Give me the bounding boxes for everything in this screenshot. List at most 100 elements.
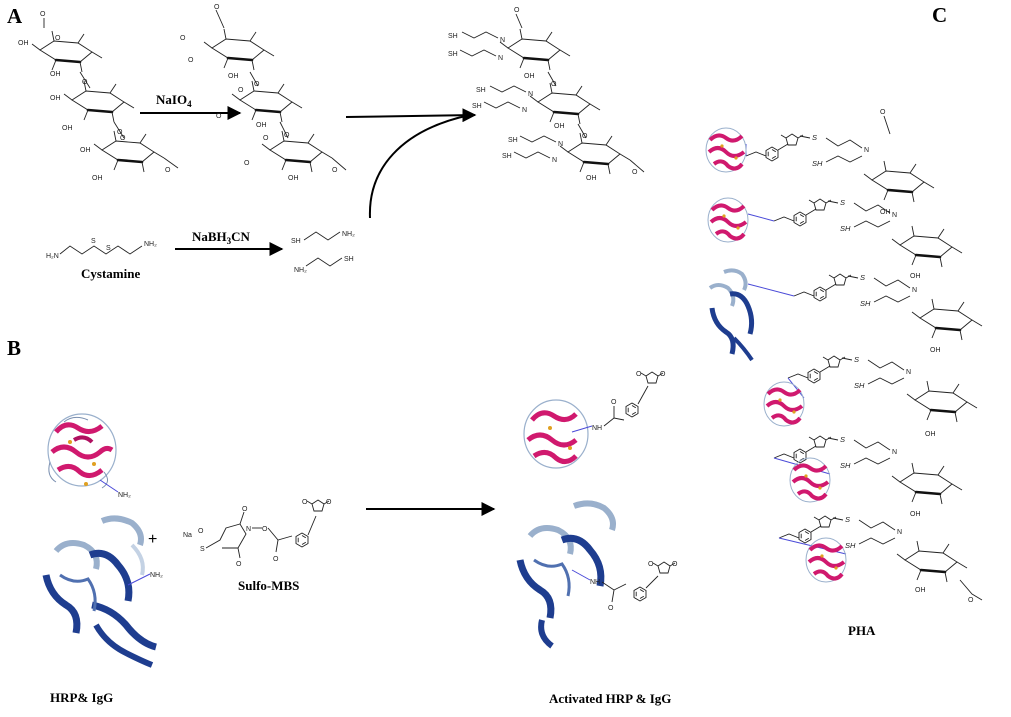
succinimide-ring — [813, 515, 837, 528]
pha-nitrogen: N — [892, 449, 897, 456]
svg-text:OH: OH — [915, 587, 926, 594]
svg-text:O: O — [968, 597, 974, 604]
pha-arm-4: N S SH — [763, 355, 911, 427]
svg-text:O: O — [514, 7, 520, 14]
benzoyl-ring — [798, 528, 812, 544]
pha-sulfur: S — [840, 435, 845, 444]
polysaccharide-start: O OH O OH O OH OH O OH OH O O — [18, 11, 179, 182]
svg-text:OH: OH — [930, 347, 941, 354]
svg-text:O: O — [660, 371, 666, 378]
pha-nitrogen: N — [897, 529, 902, 536]
igg-antibody-conjugated — [708, 268, 755, 362]
pha-sulfur: S — [854, 355, 859, 364]
svg-text:S: S — [91, 238, 96, 245]
svg-text:S: S — [106, 245, 111, 252]
pha-thiol: SH — [840, 224, 851, 233]
periodate-reagent: NaIO4 — [156, 92, 192, 109]
plus-sign: + — [148, 531, 157, 548]
pha-sulfur: S — [860, 273, 865, 282]
pha-sulfur: S — [840, 198, 845, 207]
svg-text:OH: OH — [50, 95, 61, 102]
svg-text:O: O — [611, 399, 617, 406]
pha-nitrogen: N — [906, 369, 911, 376]
svg-text:O: O — [82, 79, 88, 86]
merge-arrow — [368, 114, 471, 219]
svg-text:SH: SH — [291, 238, 301, 245]
svg-text:OH: OH — [92, 175, 103, 182]
svg-text:O: O — [263, 135, 269, 142]
svg-text:H₂N: H₂N — [46, 253, 59, 260]
pha-thiol: SH — [854, 381, 865, 390]
svg-text:O: O — [332, 167, 338, 174]
svg-text:Na: Na — [183, 532, 192, 539]
svg-text:O: O — [188, 57, 194, 64]
igg-amine-label: NH₂ — [150, 572, 163, 579]
svg-text:O: O — [551, 81, 557, 88]
panel-letter-c: C — [932, 3, 947, 27]
svg-text:OH: OH — [62, 125, 73, 132]
svg-text:O: O — [165, 167, 171, 174]
svg-text:N: N — [522, 107, 527, 114]
thiolated-polysaccharide: O N N SH SH OH O N N SH SH OH O N N SH S… — [448, 7, 645, 182]
pha-thiol: SH — [860, 299, 871, 308]
svg-text:N: N — [558, 141, 563, 148]
svg-text:SH: SH — [344, 256, 354, 263]
activated-igg-amide: NH — [590, 579, 600, 586]
hrp-protein-conjugated — [705, 127, 747, 173]
pha-thiol: SH — [812, 159, 823, 168]
svg-text:O: O — [244, 160, 250, 167]
svg-text:OH: OH — [586, 175, 597, 182]
activated-igg — [516, 500, 616, 649]
svg-text:OH: OH — [80, 147, 91, 154]
hrp-protein-conjugated — [789, 457, 831, 503]
hrp-protein-conjugated — [805, 537, 847, 583]
panel-letter-b: B — [7, 336, 21, 360]
hrp-protein — [47, 413, 117, 489]
activated-label: Activated HRP & IgG — [549, 691, 671, 706]
hrp-amine-label: NH₂ — [118, 492, 131, 499]
benzoyl-ring — [813, 286, 827, 302]
svg-text:OH: OH — [228, 73, 239, 80]
pha-sulfur: S — [845, 515, 850, 524]
hrp-protein-conjugated — [763, 381, 805, 427]
cystamine-label: Cystamine — [81, 266, 140, 281]
svg-text:O: O — [636, 371, 642, 378]
activated-hrp-amide: NH — [592, 425, 602, 432]
svg-text:O: O — [254, 81, 260, 88]
sulfo-mbs-label: Sulfo-MBS — [238, 578, 299, 593]
pha-label: PHA — [848, 623, 876, 638]
svg-text:SH: SH — [472, 103, 482, 110]
svg-text:N: N — [500, 37, 505, 44]
benzoyl-ring — [807, 368, 821, 384]
svg-text:N: N — [552, 157, 557, 164]
svg-text:N: N — [498, 55, 503, 62]
svg-text:O: O — [326, 499, 332, 506]
svg-text:O: O — [262, 526, 268, 533]
svg-text:O: O — [648, 561, 654, 568]
svg-text:O: O — [242, 506, 248, 513]
svg-text:OH: OH — [256, 122, 267, 129]
svg-text:O: O — [117, 129, 123, 136]
succinimide-ring — [828, 273, 852, 286]
cysteamine-molecules: SH NH₂ NH₂ SH — [291, 231, 355, 274]
coupling-arrow — [345, 108, 477, 123]
svg-text:O: O — [632, 169, 638, 176]
svg-text:NH₂: NH₂ — [342, 231, 355, 238]
pha-sulfur: S — [812, 133, 817, 142]
cyanoborohydride-reagent: NaBH3CN — [192, 229, 251, 246]
succinimide-ring — [808, 435, 832, 448]
svg-text:OH: OH — [925, 431, 936, 438]
hrp-protein-conjugated — [707, 197, 749, 243]
pha-backbone: O OH OH OH OH OH OH O — [862, 109, 984, 604]
svg-text:O: O — [214, 4, 220, 11]
svg-text:OH: OH — [910, 273, 921, 280]
svg-text:OH: OH — [288, 175, 299, 182]
svg-text:O: O — [672, 561, 678, 568]
pha-nitrogen: N — [912, 287, 917, 294]
